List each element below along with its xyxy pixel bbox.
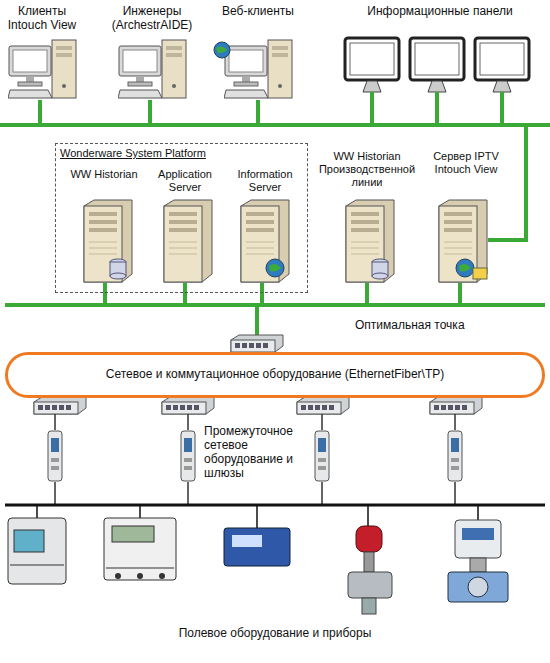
client-label: Веб-клиенты [208, 4, 308, 18]
servers [84, 200, 487, 282]
note-label: Оптимальная точка [355, 318, 505, 332]
node-text: WW Historian Производственной линии [312, 150, 422, 189]
node-text: Клиенты Intouch View [2, 4, 82, 32]
node-text: Information Server [224, 168, 306, 194]
node-text: Инженеры (ArchestrAIDE) [104, 4, 200, 32]
server-label: Application Server [146, 168, 224, 194]
server-label: Information Server [224, 168, 306, 194]
caption-label: Полевое оборудование и приборы [120, 626, 430, 640]
client-label: Информационные панели [340, 4, 540, 18]
server-label: WW Historian Производственной линии [312, 150, 422, 189]
node-text: WW Historian [64, 168, 144, 181]
info-panels [345, 38, 529, 92]
node-text: Application Server [146, 168, 224, 194]
server-label: Сервер IPTV Intouch View [418, 150, 514, 176]
node-text: Сервер IPTV Intouch View [418, 150, 514, 176]
group-title: Wonderware System Platform [60, 147, 206, 160]
network-ring: Сетевое и коммутационное оборудование (E… [5, 352, 545, 398]
green-buses [0, 92, 550, 336]
platform-group: Wonderware System Platform WW HistorianAp… [55, 143, 308, 293]
field-devices [8, 518, 508, 614]
client-computers [8, 40, 292, 98]
gateway-wires [55, 414, 455, 505]
node-text: Сетевое и коммутационное оборудование (E… [8, 367, 542, 381]
client-label: Инженеры (ArchestrAIDE) [104, 4, 200, 32]
node-text: Веб-клиенты [208, 4, 308, 18]
client-label: Клиенты Intouch View [2, 4, 82, 32]
note-label: Промежуточное сетевое оборудование и шлю… [204, 424, 310, 480]
node-text: Информационные панели [340, 4, 540, 18]
server-label: WW Historian [64, 168, 144, 181]
